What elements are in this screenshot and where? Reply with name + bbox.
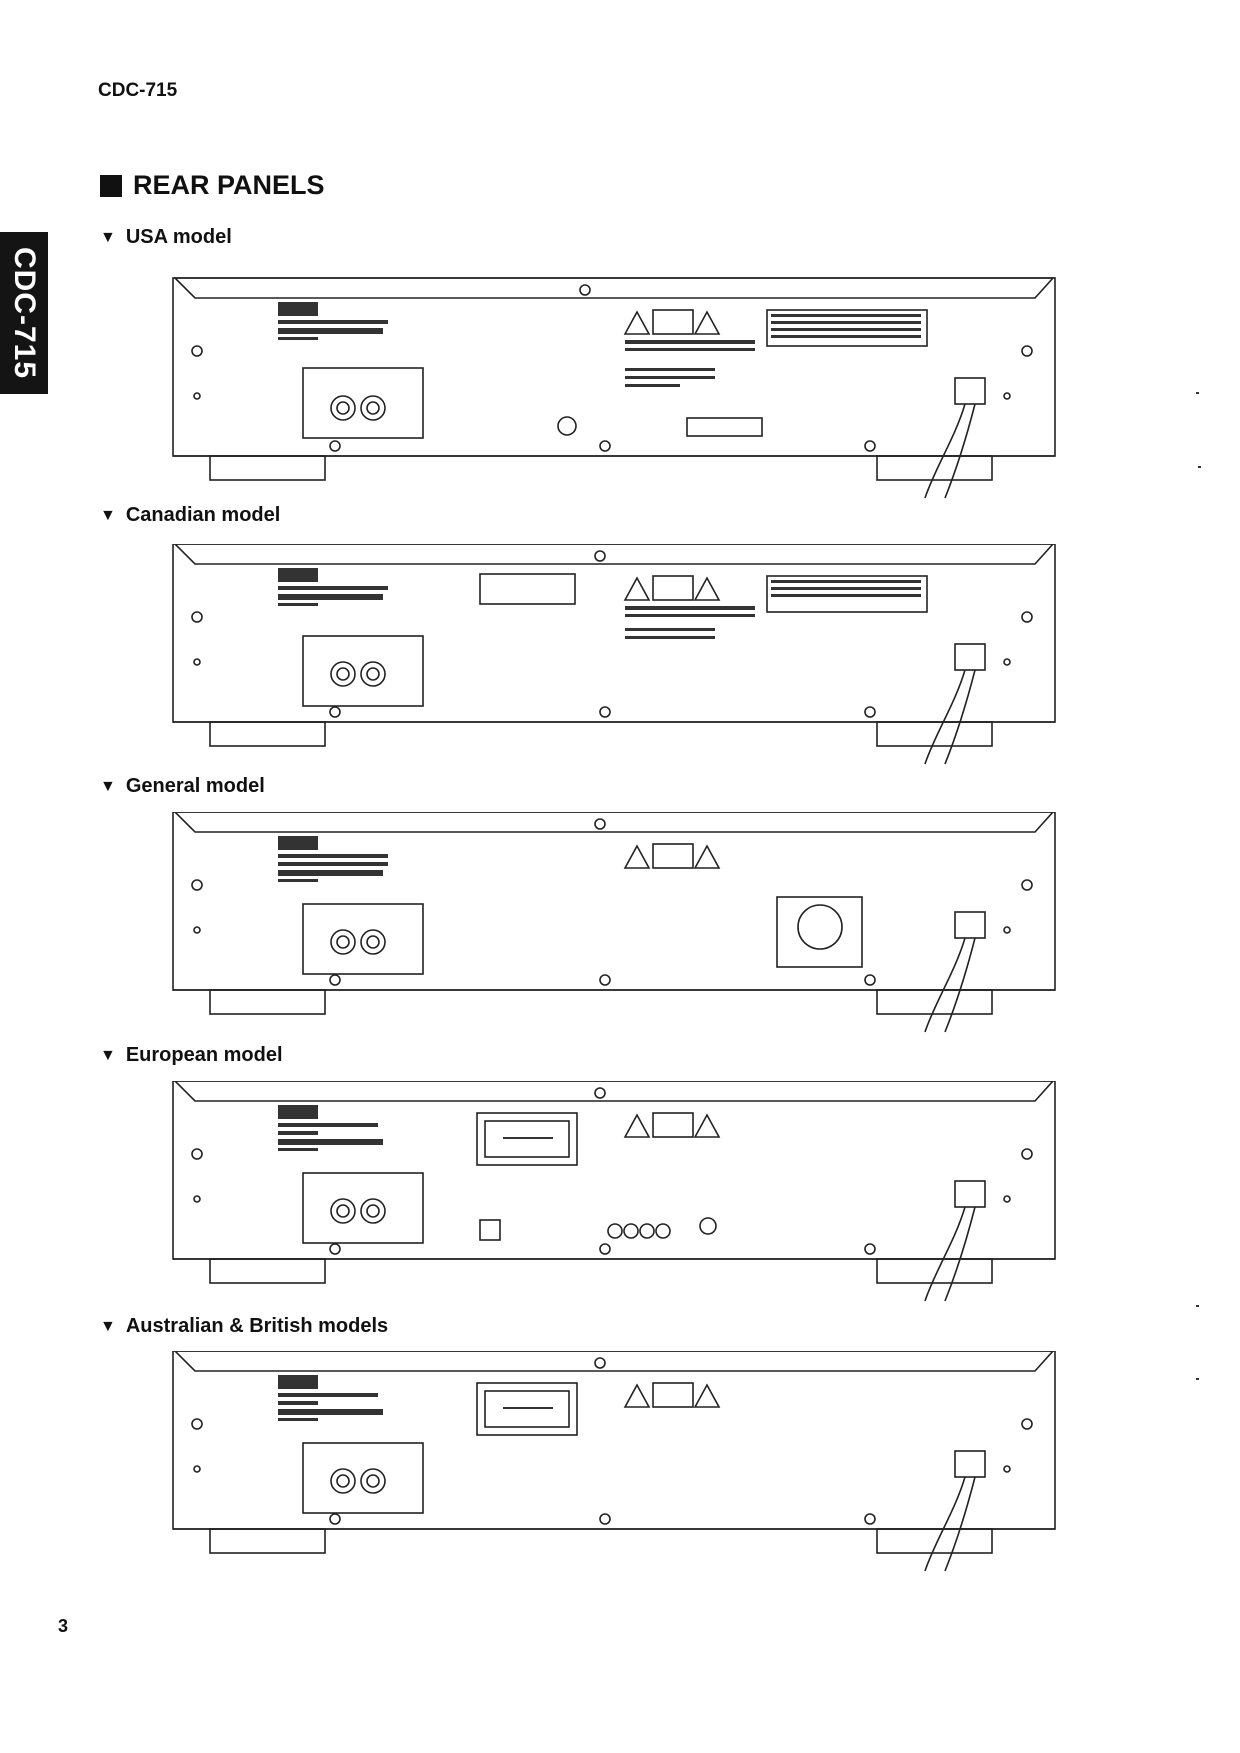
triangle-down-icon: ▼	[100, 1317, 116, 1335]
triangle-down-icon: ▼	[100, 1046, 116, 1064]
rear-panel-canadian-svg	[172, 544, 1056, 765]
model-heading-text: Canadian model	[125, 504, 281, 526]
model-heading-australian-british: ▼ Australian & British models	[100, 1315, 388, 1338]
model-heading-text: USA model	[125, 226, 232, 248]
model-heading-text: European model	[125, 1044, 283, 1066]
model-heading-general: ▼ General model	[100, 775, 265, 798]
model-heading-european: ▼ European model	[100, 1044, 283, 1067]
model-heading-text: General model	[125, 775, 265, 797]
model-heading-usa: ▼ USA model	[100, 226, 232, 249]
section-title: REAR PANELS	[100, 170, 325, 201]
triangle-down-icon: ▼	[100, 506, 116, 524]
model-heading-text: Australian & British models	[125, 1315, 389, 1337]
rear-panel-drawing-australian-british	[165, 1351, 1065, 1583]
triangle-down-icon: ▼	[100, 228, 116, 246]
triangle-down-icon: ▼	[100, 777, 116, 795]
rear-panel-drawing-canadian	[165, 544, 1065, 776]
section-title-text: REAR PANELS	[133, 170, 325, 200]
scan-speck	[1196, 1305, 1199, 1307]
document-model-id: CDC-715	[98, 80, 178, 101]
square-bullet-icon	[100, 174, 122, 197]
scan-speck	[1196, 392, 1199, 394]
rear-panel-australian-british-svg	[172, 1351, 1056, 1572]
model-heading-canadian: ▼ Canadian model	[100, 504, 280, 527]
page-number: 3	[58, 1616, 69, 1636]
rear-panel-general-svg	[172, 812, 1056, 1033]
scan-speck	[1198, 466, 1201, 468]
side-tab: CDC-715	[0, 232, 48, 394]
rear-panel-usa-svg	[172, 277, 1056, 499]
rear-panel-drawing-usa	[165, 268, 1065, 500]
rear-panel-european-svg	[172, 1081, 1056, 1302]
side-tab-label: CDC-715	[8, 246, 42, 380]
scan-speck	[1196, 1378, 1199, 1380]
rear-panel-drawing-general	[165, 812, 1065, 1044]
rear-panel-drawing-european	[165, 1081, 1065, 1313]
